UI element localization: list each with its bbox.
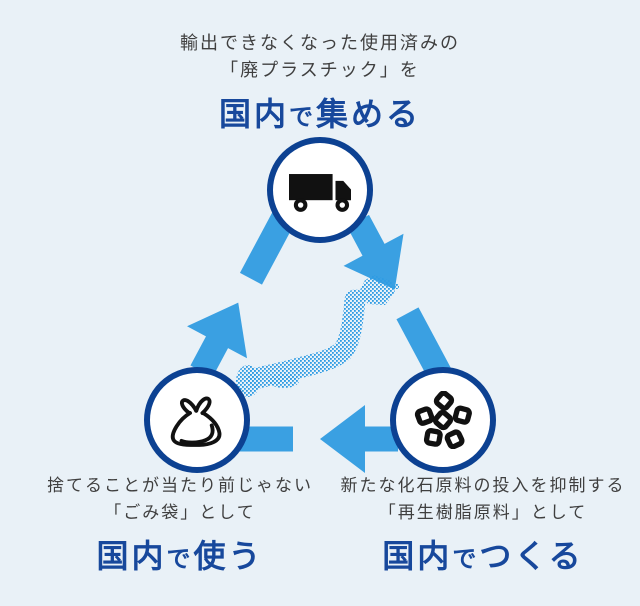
use-caption-line1: 捨てることが当たり前じゃない [47,476,313,495]
make-caption-line2: 「再生樹脂原料」として [378,503,588,522]
step-collect-text: 輸出できなくなった使用済みの 「廃プラスチック」を 国内で集める [0,30,640,135]
collect-node [267,137,373,243]
collect-headline: 国内で集める [218,96,422,132]
use-caption-line2: 「ごみ袋」として [104,503,256,522]
make-node [390,367,496,473]
honshu [247,289,366,389]
kyushu [236,365,260,397]
collect-caption-line1: 輸出できなくなった使用済みの [180,33,460,53]
truck-icon [289,173,351,212]
step-make-text: 新たな化石原料の投入を抑制する 「再生樹脂原料」として 国内でつくる [313,472,640,577]
japan-map-icon [236,275,399,397]
hokkaido [359,275,395,305]
collect-caption-line2: 「廃プラスチック」を [220,60,420,80]
shikoku [269,374,299,388]
make-headline: 国内でつくる [382,538,584,574]
make-caption-line1: 新たな化石原料の投入を抑制する [340,476,626,495]
garbage-bag-icon [170,396,222,447]
use-headline: 国内で使う [96,538,264,574]
use-node [144,367,250,473]
step-use-text: 捨てることが当たり前じゃない 「ごみ袋」として 国内で使う [10,472,350,577]
hokkaido-islet [394,284,399,289]
resin-pellets-icon [414,391,472,449]
